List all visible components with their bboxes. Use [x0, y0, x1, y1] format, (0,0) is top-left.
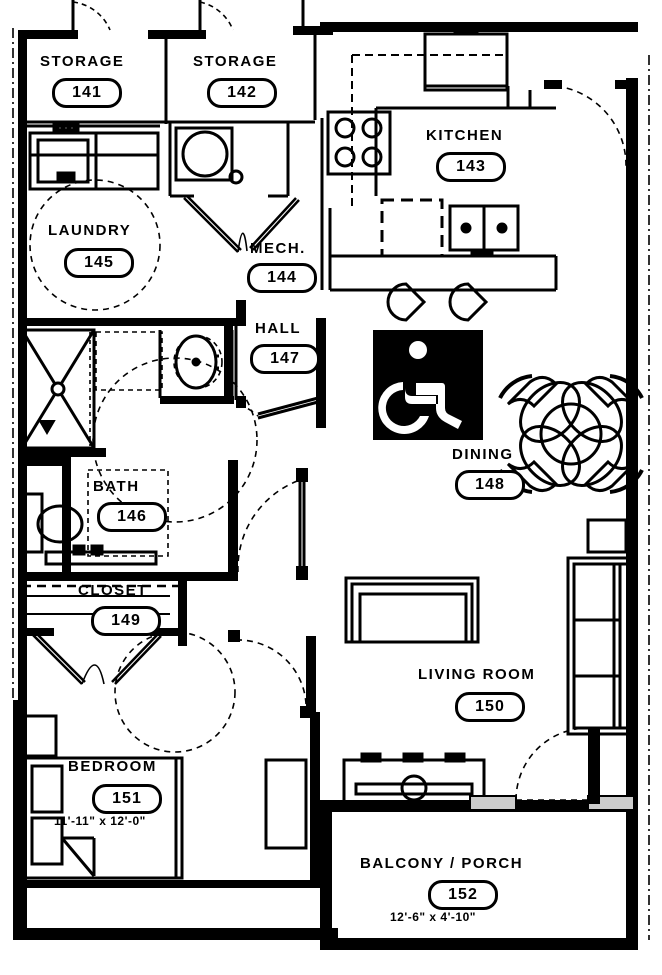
bedroom-walls	[18, 712, 320, 888]
bath-door-arc	[237, 403, 259, 417]
hall-door-leaf-2	[298, 478, 306, 570]
closet-bifold-left	[31, 631, 86, 685]
room-number-bath_146: 146	[97, 502, 167, 532]
shower-curb	[22, 448, 106, 457]
kitchen-range-cooktop	[326, 110, 392, 176]
bath-turning-radius-circle	[92, 357, 258, 523]
room-number-hall_147: 147	[250, 344, 320, 374]
kitchen-double-sink	[448, 204, 520, 257]
wheelchair-accessible-icon	[373, 330, 483, 440]
room-number-kitchen_143: 143	[436, 152, 506, 182]
room-number-bedroom_151: 151	[92, 784, 162, 814]
kitchen-cabinet-dashed-lower	[380, 198, 444, 258]
room-dimensions-bedroom_151: 11'-11" x 12'-0"	[54, 814, 146, 828]
room-label-dining_148: DINING	[452, 446, 514, 463]
room-label-balcony_152: BALCONY / PORCH	[360, 855, 524, 872]
room-number-laundry_145: 145	[64, 248, 134, 278]
room-label-living_150: LIVING ROOM	[418, 666, 536, 683]
room-number-storage_141: 141	[52, 78, 122, 108]
shower-stall	[20, 328, 96, 450]
mech-closet-walls	[168, 122, 290, 198]
room-label-storage_142: STORAGE	[193, 53, 278, 70]
closet-bifold-right	[111, 633, 162, 685]
room-number-living_150: 150	[455, 692, 525, 722]
bedroom-door-jamb	[228, 630, 316, 718]
bedroom-door-arc-2	[235, 639, 307, 713]
bath-wall-dashed-box	[87, 469, 169, 557]
room-label-bedroom_151: BEDROOM	[68, 758, 157, 775]
laundry-washer-dryer-unit	[22, 122, 160, 191]
living-sectional-sofa	[566, 556, 636, 736]
bath-partition-walls	[18, 457, 238, 581]
mech-bifold-door-right	[249, 197, 300, 251]
bedroom-dresser	[264, 758, 308, 850]
room-label-hall_147: HALL	[255, 320, 301, 337]
bedroom-door-arc	[114, 631, 236, 753]
door-swing-arc-141	[72, 1, 111, 31]
entry-door-jamb	[544, 80, 638, 89]
dining-chair-se	[583, 459, 636, 492]
closet-bifold-arc	[81, 664, 105, 685]
room-label-kitchen_143: KITCHEN	[426, 127, 504, 144]
room-number-storage_142: 142	[207, 78, 277, 108]
bar-stool-1	[386, 282, 427, 322]
grab-bar	[44, 544, 158, 566]
hall-door-jamb	[296, 468, 308, 580]
vanity-counter-heavy	[160, 326, 234, 404]
entry-door-swing-arc	[555, 85, 627, 167]
kitchen-peninsula-counter	[328, 208, 558, 292]
vanity-oval-lavatory	[174, 334, 219, 390]
room-label-closet_149: CLOSET	[78, 582, 148, 599]
dining-chair-nw	[506, 376, 559, 409]
room-label-mech_144: MECH.	[250, 240, 306, 257]
room-label-laundry_145: LAUNDRY	[48, 222, 132, 239]
kitchen-counter-north	[374, 86, 556, 196]
partition-storage	[22, 30, 317, 124]
shower-drain-icon	[38, 420, 56, 435]
room-label-storage_141: STORAGE	[40, 53, 125, 70]
living-sofa-bottom	[342, 752, 486, 804]
mech-bifold-door-left	[183, 195, 242, 253]
water-heater-icon	[181, 130, 244, 185]
room-number-mech_144: 144	[247, 263, 317, 293]
hall-wall-heavy	[18, 300, 326, 428]
kitchen-refrigerator	[423, 24, 509, 92]
hall-door-arc-2	[237, 479, 301, 573]
dining-table-round	[519, 381, 623, 487]
living-wall-right	[588, 728, 600, 804]
toilet	[22, 492, 84, 554]
mech-bifold-swing-arc	[237, 232, 248, 253]
room-dimensions-balcony_152: 12'-6" x 4'-10"	[390, 910, 476, 924]
bedroom-bed-double	[20, 756, 184, 880]
room-number-balcony_152: 152	[428, 880, 498, 910]
laundry-clearance-circle	[29, 179, 161, 311]
dining-chair-sw	[506, 459, 559, 492]
wheelchair-glyph	[378, 341, 462, 434]
room-number-closet_149: 149	[91, 606, 161, 636]
bath-door-leaf	[257, 396, 319, 420]
balcony-sliding-door-arc	[515, 727, 589, 801]
living-armchair	[344, 576, 480, 644]
door-swing-arc-142	[199, 1, 234, 31]
dining-chair-ne	[583, 376, 636, 409]
room-label-bath_146: BATH	[93, 478, 140, 495]
bar-stool-2	[448, 282, 489, 322]
bedroom-nightstand-left	[20, 714, 58, 758]
living-side-table	[586, 518, 628, 554]
room-number-dining_148: 148	[455, 470, 525, 500]
